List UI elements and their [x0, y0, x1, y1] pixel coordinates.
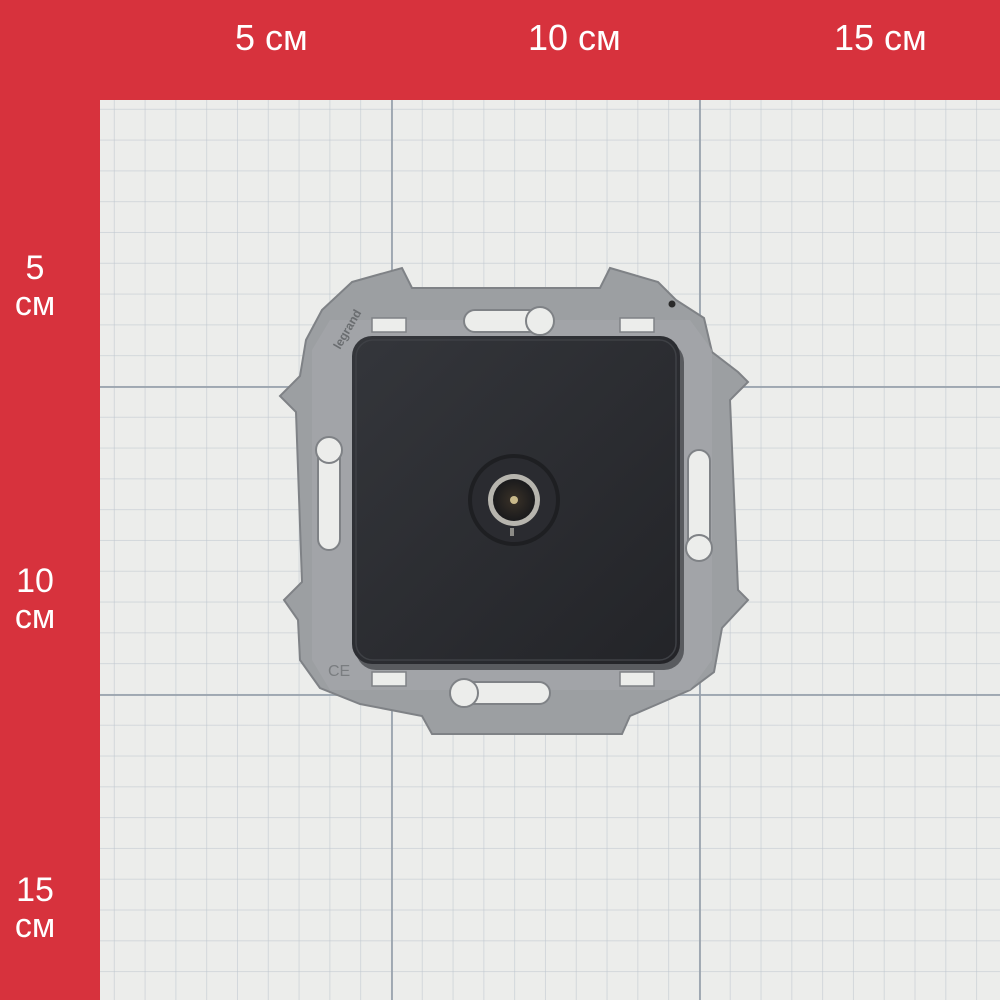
left-ruler-label-10cm: 10 см	[14, 562, 56, 636]
left-ruler-label-15cm: 15 см	[14, 871, 56, 945]
top-ruler-label-5cm: 5 см	[235, 17, 308, 58]
coax-socket-icon	[468, 454, 560, 546]
ce-mark: CE	[328, 663, 350, 680]
top-ruler-label-10cm: 10 см	[528, 17, 621, 58]
top-ruler-label-15cm: 15 см	[834, 17, 927, 58]
left-ruler-label-5cm: 5 см	[14, 249, 56, 323]
